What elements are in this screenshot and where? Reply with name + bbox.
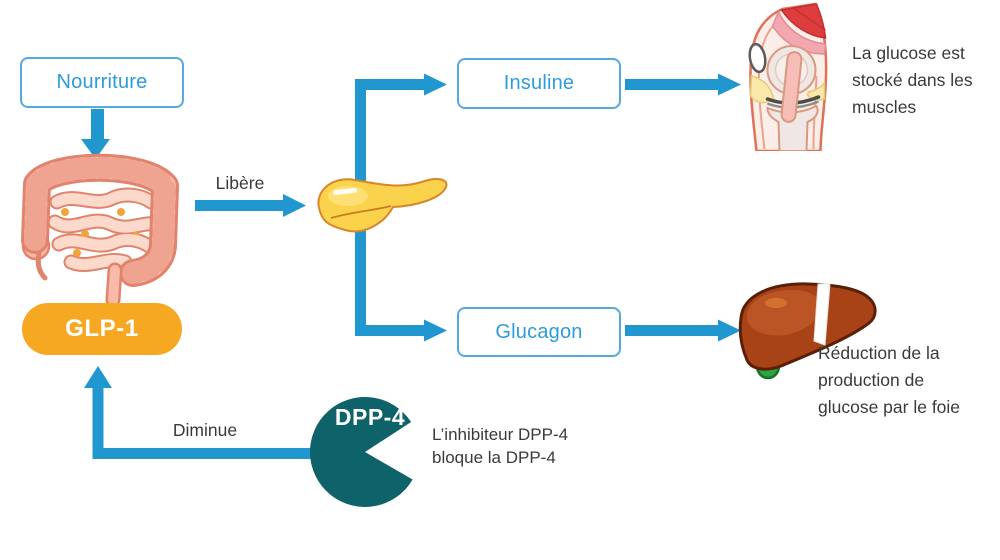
node-nourriture: Nourriture: [20, 57, 184, 108]
arrow-nourriture-to-intestine: [81, 109, 110, 159]
node-glp1-label: GLP-1: [65, 315, 139, 342]
node-glp1: GLP-1: [22, 303, 182, 355]
small-intestine: [47, 187, 161, 273]
dpp4-annotation: L’inhibiteur DPP-4 bloque la DPP-4: [432, 425, 569, 467]
liver-annotation: Réduction de la production de glucose pa…: [818, 343, 961, 417]
liver-illustration: [738, 282, 877, 380]
node-glucagon: Glucagon: [457, 307, 621, 357]
dpp4-inhibitor-shape: DPP-4: [310, 396, 413, 507]
pancreas-illustration: [317, 178, 448, 233]
node-insuline-label: Insuline: [503, 72, 575, 94]
large-intestine: [21, 153, 179, 308]
arrow-insuline-to-muscle: [625, 73, 741, 96]
arrow-dpp4-to-glp1: [84, 366, 313, 459]
arrow-glucagon-to-liver: [625, 319, 741, 342]
node-glucagon-label: Glucagon: [495, 320, 583, 343]
knee-muscle-illustration: [748, 2, 828, 151]
node-nourriture-label: Nourriture: [56, 71, 148, 93]
edge-label-libere: Libère: [215, 173, 265, 193]
intestine-illustration: [21, 153, 179, 308]
dpp4-node-label: DPP-4: [335, 404, 405, 430]
falciform-ligament: [813, 283, 831, 346]
arrow-intestine-to-pancreas: [195, 194, 306, 217]
node-insuline: Insuline: [457, 58, 621, 109]
edge-label-diminue: Diminue: [172, 420, 238, 440]
muscle-annotation: La glucose est stocké dans les muscles: [852, 43, 973, 117]
